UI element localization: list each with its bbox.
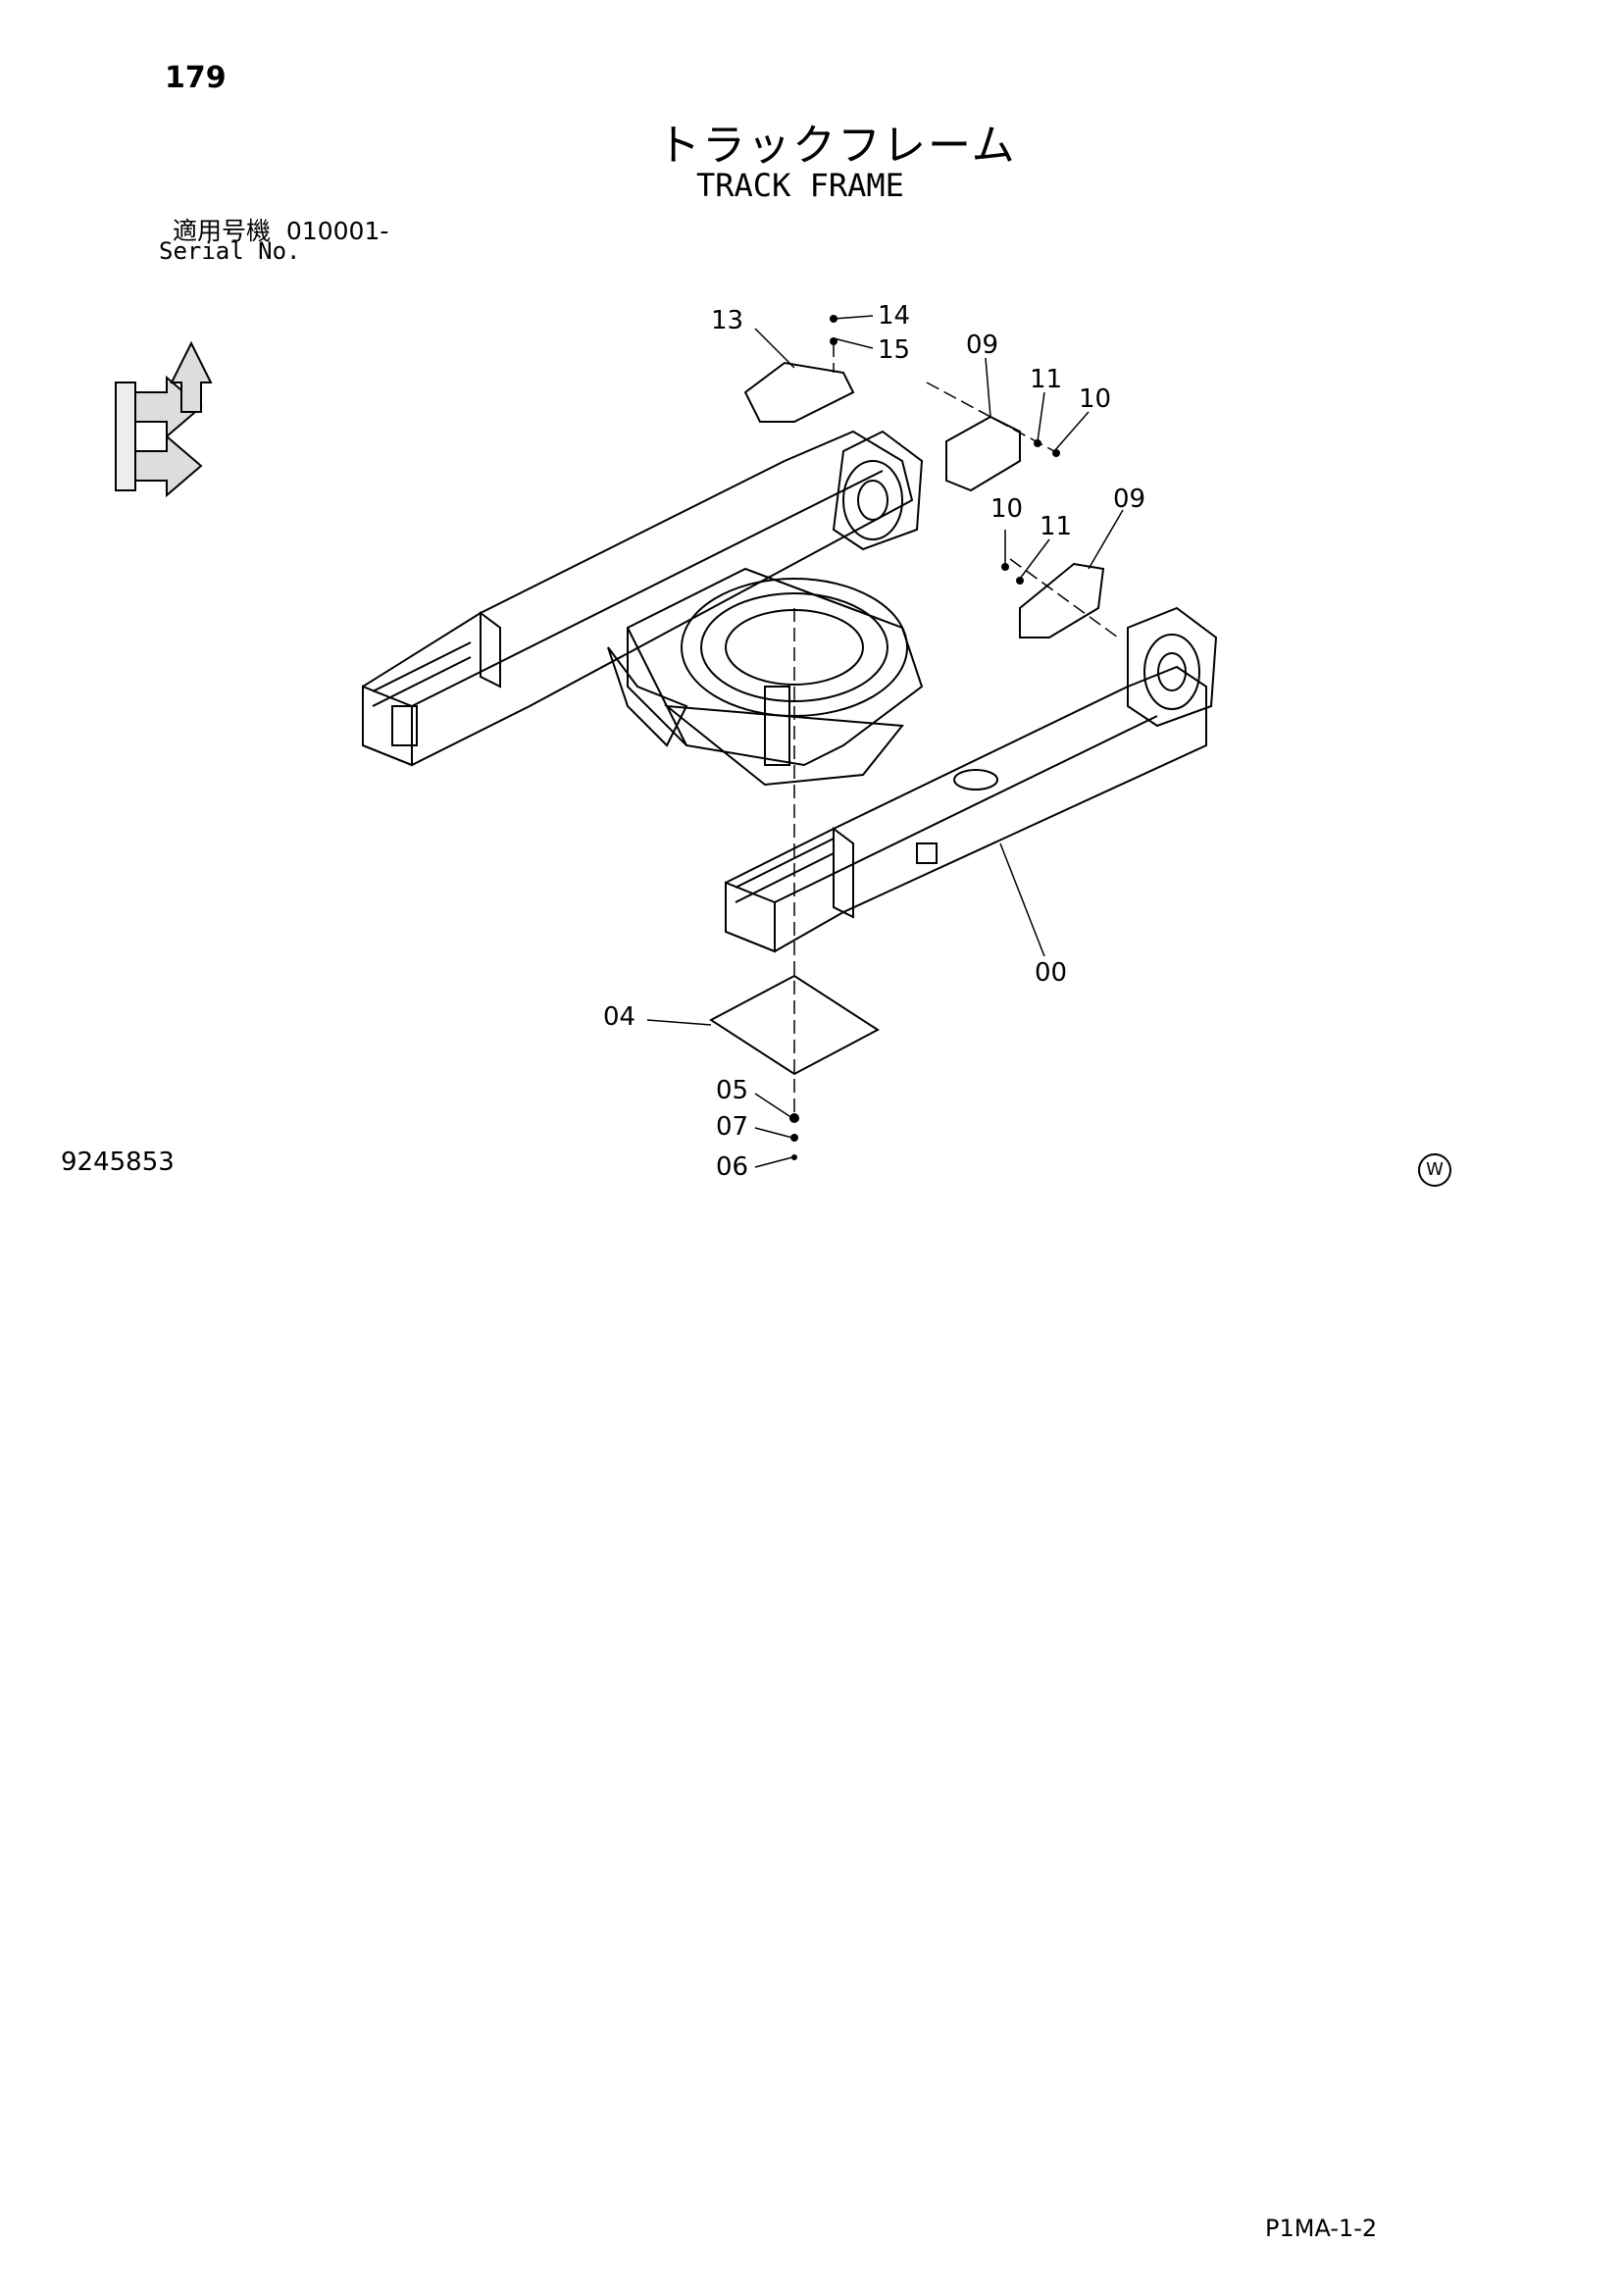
center-frame-body xyxy=(607,567,924,787)
left-side-frame xyxy=(362,430,914,767)
front-top-direction-icon xyxy=(115,340,213,498)
serial-label-japanese: 適用号機 010001- xyxy=(173,212,388,247)
part-09-cover-front xyxy=(1019,562,1105,638)
rear-idler-bracket xyxy=(832,430,924,551)
part-13-bracket xyxy=(743,361,855,423)
callout-15: 15 xyxy=(878,335,910,365)
drawing-number: 9245853 xyxy=(61,1148,175,1177)
callout-05: 05 xyxy=(716,1076,748,1105)
callout-10-front: 10 xyxy=(990,494,1023,524)
callout-07: 07 xyxy=(716,1112,748,1142)
callout-09-front: 09 xyxy=(1113,485,1145,514)
part-04-under-cover xyxy=(709,974,880,1076)
right-side-frame xyxy=(725,665,1207,953)
front-idler-bracket xyxy=(1127,606,1218,728)
callout-11-front: 11 xyxy=(1040,512,1072,541)
serial-label-english: Serial No. xyxy=(159,237,301,265)
page-number: 179 xyxy=(165,61,227,95)
callout-04: 04 xyxy=(603,1002,635,1032)
callout-11-rear: 11 xyxy=(1030,365,1062,394)
title-english: TRACK FRAME xyxy=(696,167,904,204)
callout-10-rear: 10 xyxy=(1079,384,1111,414)
part-09-cover-rear xyxy=(945,415,1021,492)
callout-00: 00 xyxy=(1035,958,1067,988)
page-code: P1MA-1-2 xyxy=(1265,2215,1378,2242)
callout-09-rear: 09 xyxy=(966,331,998,360)
callout-13: 13 xyxy=(711,306,743,335)
serial-label-jp-text: 適用号機 xyxy=(173,217,272,245)
serial-value: 010001- xyxy=(285,217,389,245)
callout-06: 06 xyxy=(716,1152,748,1182)
title-japanese: トラックフレーム xyxy=(657,121,1017,171)
assembly-line-cover-front xyxy=(1009,558,1119,638)
w-circle-mark: W xyxy=(1418,1153,1451,1187)
callout-14: 14 xyxy=(878,301,910,331)
